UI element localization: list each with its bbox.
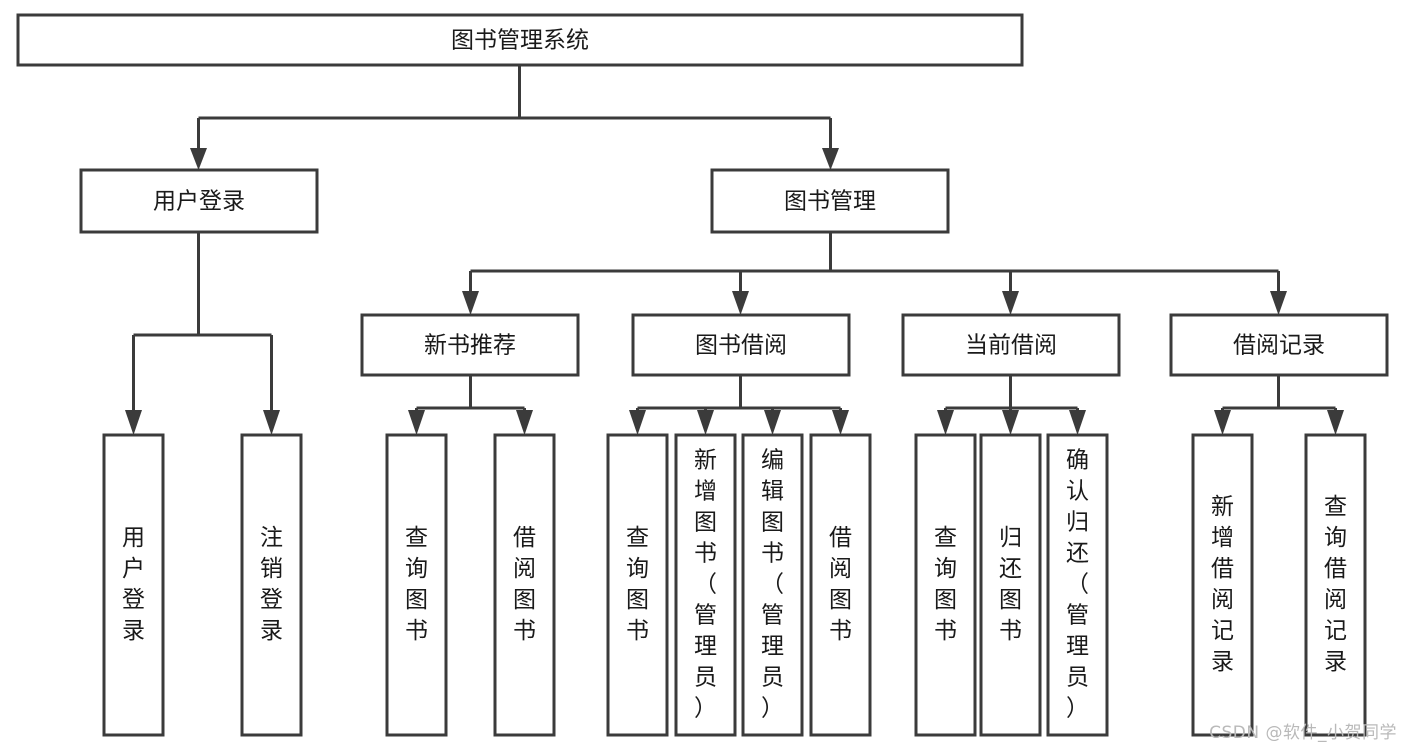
node-book-management[interactable]: 图书管理 <box>710 168 950 234</box>
arrow-to-leaf-return-book <box>1002 410 1019 435</box>
node-current-borrow-box[interactable] <box>901 313 1121 377</box>
node-leaf-confirm-return[interactable]: 确认归还（管理员） <box>1046 433 1109 737</box>
node-leaf-query-book-2-label: 查询图书 <box>626 525 649 644</box>
node-leaf-add-record-box[interactable] <box>1191 433 1254 737</box>
arrow-to-new-book-recommend <box>462 291 479 315</box>
node-root-box[interactable] <box>16 13 1024 67</box>
arrow-to-leaf-user-logout <box>263 410 280 435</box>
node-new-book-recommend-label: 新书推荐 <box>424 333 516 359</box>
node-leaf-user-login[interactable]: 用户登录 <box>102 433 165 737</box>
node-leaf-borrow-book-2-box[interactable] <box>809 433 872 737</box>
arrow-to-leaf-confirm-return <box>1069 410 1086 435</box>
arrow-to-borrow-record <box>1270 291 1287 315</box>
node-leaf-query-book-1-box[interactable] <box>385 433 448 737</box>
arrow-to-leaf-user-login <box>125 410 142 435</box>
node-user-login-box[interactable] <box>79 168 319 234</box>
node-leaf-query-book-1-label: 查询图书 <box>405 525 428 644</box>
node-leaf-query-book-2-box[interactable] <box>606 433 669 737</box>
node-leaf-borrow-book-1[interactable]: 借阅图书 <box>493 433 556 737</box>
edges-layer <box>125 65 1344 435</box>
node-leaf-add-book-box[interactable] <box>674 433 737 737</box>
node-leaf-borrow-book-1-label: 借阅图书 <box>513 525 536 644</box>
node-leaf-add-book[interactable]: 新增图书（管理员） <box>674 433 737 737</box>
arrow-to-leaf-query-book-3 <box>937 410 954 435</box>
node-leaf-confirm-return-label: 确认归还（管理员） <box>1066 448 1089 722</box>
arrow-to-leaf-query-book-2 <box>629 410 646 435</box>
node-leaf-edit-book-label: 编辑图书（管理员） <box>761 448 784 722</box>
node-leaf-return-book[interactable]: 归还图书 <box>979 433 1042 737</box>
node-book-borrow-box[interactable] <box>631 313 851 377</box>
arrow-root-to-user-login <box>190 148 207 170</box>
node-leaf-add-book-label: 新增图书（管理员） <box>694 448 717 722</box>
node-leaf-query-record[interactable]: 查询借阅记录 <box>1304 433 1367 737</box>
node-book-management-box[interactable] <box>710 168 950 234</box>
node-user-login[interactable]: 用户登录 <box>79 168 319 234</box>
arrow-to-leaf-add-book <box>697 410 714 435</box>
arrow-to-leaf-query-book-1 <box>408 410 425 435</box>
node-leaf-query-book-3[interactable]: 查询图书 <box>914 433 977 737</box>
node-root[interactable]: 图书管理系统 <box>16 13 1024 67</box>
node-root-label: 图书管理系统 <box>451 28 589 54</box>
node-borrow-record-label: 借阅记录 <box>1233 333 1325 359</box>
node-leaf-query-record-box[interactable] <box>1304 433 1367 737</box>
node-leaf-query-book-2[interactable]: 查询图书 <box>606 433 669 737</box>
arrow-to-book-borrow <box>732 291 749 315</box>
arrow-to-leaf-edit-book <box>764 410 781 435</box>
node-current-borrow[interactable]: 当前借阅 <box>901 313 1121 377</box>
node-current-borrow-label: 当前借阅 <box>965 333 1057 359</box>
node-leaf-return-book-label: 归还图书 <box>999 525 1022 644</box>
node-leaf-edit-book-box[interactable] <box>741 433 804 737</box>
node-book-borrow-label: 图书借阅 <box>695 333 787 359</box>
node-leaf-user-logout-box[interactable] <box>240 433 303 737</box>
node-leaf-add-record[interactable]: 新增借阅记录 <box>1191 433 1254 737</box>
node-leaf-user-login-box[interactable] <box>102 433 165 737</box>
node-leaf-user-logout[interactable]: 注销登录 <box>240 433 303 737</box>
arrow-to-leaf-borrow-book-1 <box>516 410 533 435</box>
node-leaf-confirm-return-box[interactable] <box>1046 433 1109 737</box>
arrow-root-to-book-management <box>822 148 839 170</box>
node-leaf-query-record-label: 查询借阅记录 <box>1324 494 1347 675</box>
csdn-watermark: CSDN @软件_小贺同学 <box>1209 723 1397 743</box>
node-borrow-record[interactable]: 借阅记录 <box>1169 313 1389 377</box>
node-leaf-return-book-box[interactable] <box>979 433 1042 737</box>
node-user-login-label: 用户登录 <box>153 189 245 215</box>
node-leaf-query-book-3-box[interactable] <box>914 433 977 737</box>
node-leaf-borrow-book-2-label: 借阅图书 <box>829 525 852 644</box>
node-new-book-recommend[interactable]: 新书推荐 <box>360 313 580 377</box>
node-leaf-edit-book[interactable]: 编辑图书（管理员） <box>741 433 804 737</box>
node-leaf-user-logout-label: 注销登录 <box>260 525 283 644</box>
node-leaf-query-book-1[interactable]: 查询图书 <box>385 433 448 737</box>
node-new-book-recommend-box[interactable] <box>360 313 580 377</box>
node-leaf-query-book-3-label: 查询图书 <box>934 525 957 644</box>
node-leaf-user-login-label: 用户登录 <box>122 525 145 644</box>
arrow-to-current-borrow <box>1002 291 1019 315</box>
node-leaf-borrow-book-2[interactable]: 借阅图书 <box>809 433 872 737</box>
arrow-to-leaf-query-record <box>1327 410 1344 435</box>
arrow-to-leaf-borrow-book-2 <box>832 410 849 435</box>
arrow-to-leaf-add-record <box>1214 410 1231 435</box>
node-leaf-add-record-label: 新增借阅记录 <box>1211 494 1234 675</box>
node-leaf-borrow-book-1-box[interactable] <box>493 433 556 737</box>
node-book-borrow[interactable]: 图书借阅 <box>631 313 851 377</box>
node-book-management-label: 图书管理 <box>784 189 876 215</box>
node-borrow-record-box[interactable] <box>1169 313 1389 377</box>
